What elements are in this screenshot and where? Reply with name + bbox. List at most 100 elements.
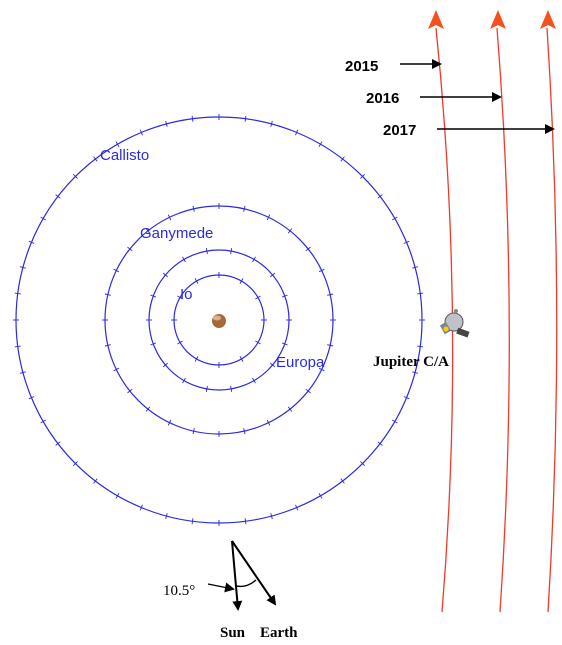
spacecraft-icon (439, 309, 470, 338)
orbit-tick (145, 406, 151, 412)
orbit-tick (270, 120, 273, 127)
orbit-tick (230, 248, 233, 255)
orbit-tick (162, 272, 168, 278)
orbit-tick (28, 240, 35, 244)
orbit-tick (55, 441, 61, 446)
orbit-tick (127, 246, 133, 252)
orbit-tick (113, 367, 120, 372)
orbit-tick (281, 342, 288, 346)
orbit-tick (252, 377, 256, 384)
orbit-tick (391, 419, 398, 424)
orbit-tick (40, 216, 47, 221)
orbit-tick (14, 345, 21, 348)
trajectory-arrowhead-2016 (490, 10, 506, 29)
orbit-tick (191, 518, 194, 525)
orbit-tick (255, 295, 261, 300)
orbit-tick (192, 205, 195, 212)
orbit-tick (177, 340, 183, 345)
orbit-tick (244, 518, 247, 525)
orbit-tick (239, 278, 244, 284)
year-label-2017: 2017 (383, 122, 416, 139)
orbit-tick (139, 129, 143, 136)
orbit-tick (327, 293, 334, 296)
orbit-tick (145, 228, 151, 234)
moon-label-europa: Europa (276, 354, 325, 371)
orbit-tick (270, 513, 273, 520)
orbit-tick (255, 340, 261, 345)
orbit-tick (104, 344, 111, 347)
orbit-tick (104, 293, 111, 296)
orbit-tick (93, 156, 98, 162)
moon-label-ganymede: Ganymede (140, 225, 213, 242)
orbit-tick (72, 461, 78, 467)
orbit-tick-marks (13, 114, 425, 526)
orbit-tick (19, 266, 26, 269)
angle-arc (235, 579, 257, 588)
moon-label-callisto: Callisto (100, 147, 149, 164)
orbit-tick (244, 115, 247, 122)
orbit-tick (72, 173, 78, 179)
trajectories (428, 10, 558, 613)
orbit-tick (150, 294, 157, 298)
trajectory-2016 (496, 27, 510, 613)
orbit-tick (182, 256, 186, 263)
orbit-tick (295, 504, 299, 511)
orbit-tick (281, 294, 288, 298)
orbit-tick (127, 388, 133, 394)
orbit-tick (115, 492, 120, 499)
orbit-tick (287, 228, 293, 234)
orbit-tick (205, 248, 208, 255)
orbit-tick (417, 345, 424, 348)
orbit-tick (165, 120, 168, 127)
orbit-tick (305, 388, 311, 394)
orbit-tick (403, 240, 410, 244)
orbit-tick (93, 478, 98, 484)
orbit-tick (266, 214, 271, 221)
orbit-tick (266, 419, 271, 426)
orbit-tick (162, 362, 168, 368)
orbit-tick (239, 356, 244, 362)
orbit-tick (360, 173, 366, 179)
orbit-tick (150, 342, 157, 346)
orbit-tick (243, 205, 246, 212)
orbit-tick (305, 246, 311, 252)
orbit-tick (412, 371, 419, 374)
orbit-tick (177, 295, 183, 300)
orbit-tick (113, 268, 120, 273)
orbit-tick (14, 292, 21, 295)
orbit-tick (340, 156, 345, 162)
year-label-2016: 2016 (366, 90, 399, 107)
trajectory-arrowhead-2017 (540, 10, 556, 29)
orbit-tick (377, 441, 383, 446)
orbit-tick (19, 371, 26, 374)
angle-pointer-arrow (207, 582, 235, 593)
orbit-tick (55, 194, 61, 199)
orbit-tick (360, 461, 366, 467)
orbit-tick (243, 428, 246, 435)
orbit-tick (252, 256, 256, 263)
orbit-tick (167, 214, 172, 221)
orbit-tick (167, 419, 172, 426)
sun-earth-directions (207, 540, 277, 611)
orbit-tick (391, 216, 398, 221)
sun-direction-arrow (231, 540, 243, 611)
orbit-tick (295, 129, 299, 136)
angle-label: 10.5° (163, 583, 195, 599)
orbit-tick (412, 266, 419, 269)
orbit-tick (139, 504, 143, 511)
orbit-tick (318, 492, 323, 499)
orbit-tick (340, 478, 345, 484)
orbit-tick (28, 396, 35, 400)
orbit-tick (191, 115, 194, 122)
orbit-tick (40, 419, 47, 424)
earth-direction-arrow (231, 540, 277, 606)
earth-label: Earth (260, 625, 298, 640)
orbit-tick (194, 278, 199, 284)
orbit-tick (377, 194, 383, 199)
orbit-tick (192, 428, 195, 435)
orbit-tick (318, 367, 325, 372)
orbit-tick (287, 406, 293, 412)
orbit-tick (270, 362, 276, 368)
